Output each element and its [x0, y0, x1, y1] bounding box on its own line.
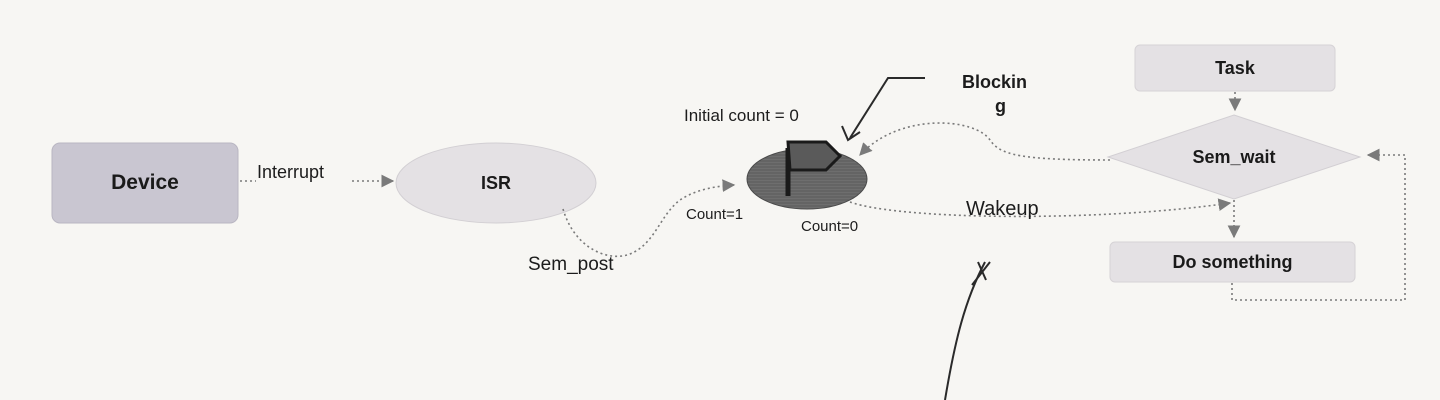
do-something-label: Do something: [1172, 251, 1293, 272]
blocking-pointer-line: [849, 77, 925, 139]
device-label: Device: [111, 171, 179, 194]
isr-label: ISR: [480, 172, 511, 193]
wakeup-edge: [849, 198, 1232, 218]
initial-count-label: Initial count = 0: [684, 106, 799, 125]
count-1-label: Count=1: [686, 206, 744, 223]
sem-wait-node: [1106, 114, 1362, 200]
task-label: Task: [1215, 57, 1255, 78]
sem-post-edge: [562, 179, 736, 258]
task-node: [1134, 44, 1336, 92]
pen-stroke-line: [944, 261, 986, 400]
pen-stroke-mark: [971, 261, 991, 286]
sem-post-label: Sem_post: [528, 254, 614, 275]
blocking-label-line1: Blockin: [962, 72, 1028, 92]
sem-wait-label: Sem_wait: [1192, 146, 1276, 167]
count-0-label: Count=0: [801, 218, 859, 235]
isr-node: [395, 142, 597, 224]
blocking-pointer-head: [841, 125, 861, 142]
blocking-edge: [859, 122, 1111, 161]
wakeup-label: Wakeup: [966, 198, 1039, 220]
interrupt-label: Interrupt: [257, 162, 325, 182]
loop-back-edge: [1231, 148, 1406, 301]
blocking-label-line2: g: [995, 96, 1006, 116]
do-something-node: [1109, 241, 1356, 283]
device-node: [51, 142, 239, 224]
flag-icon: [785, 140, 843, 196]
